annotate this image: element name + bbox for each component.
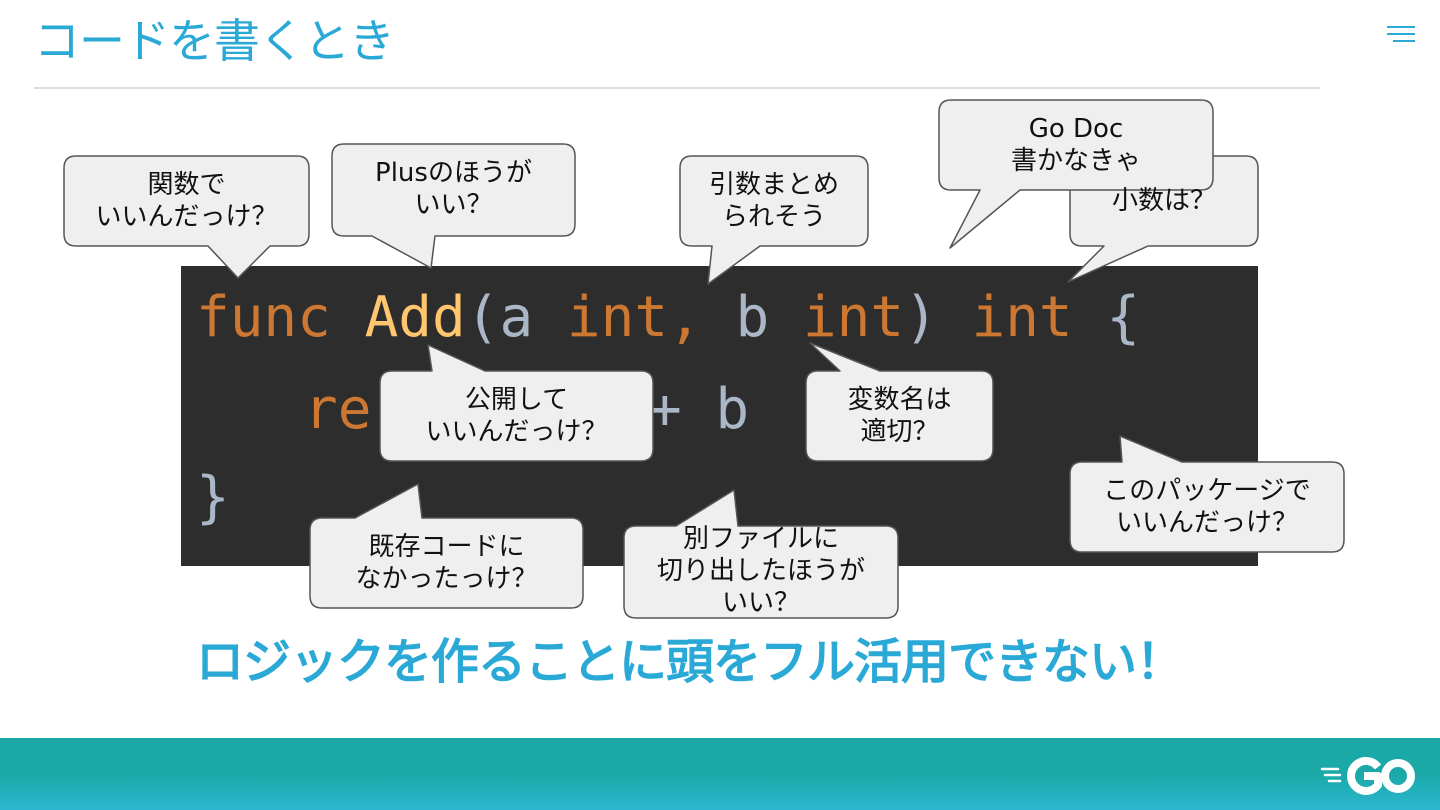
bubble-betsu-text: 別ファイルに 切り出したほうが いい？ [656, 524, 865, 618]
bubble-kokai [379, 344, 654, 462]
bubble-godoc-text: Go Doc 書かなきゃ [1010, 114, 1141, 176]
bubble-plus-text: Plusのほうが いい？ [375, 158, 532, 220]
bubble-package-text: このパッケージで いいんだっけ？ [1103, 476, 1311, 538]
code-line-2-start: re [304, 377, 372, 442]
bubble-hikisu [679, 155, 869, 285]
title-divider [34, 87, 1320, 89]
slide-headline: ロジックを作ることに頭をフル活用できない！ [196, 634, 1184, 690]
footer-bar [0, 738, 1440, 810]
bubble-plus [331, 143, 576, 269]
bubble-betsu [623, 489, 899, 619]
go-logo [1320, 757, 1415, 795]
hamburger-menu-icon[interactable] [1385, 24, 1415, 44]
slide-title: コードを書くとき [34, 14, 395, 68]
bubble-kokai-text: 公開して いいんだっけ？ [425, 385, 608, 447]
bubble-shosu-text: 小数は？ [1111, 186, 1216, 216]
bubble-godoc [938, 99, 1214, 249]
bubble-hikisu-text: 引数まとめ られそう [708, 170, 839, 232]
bubble-kansu-text: 関数で いいんだっけ？ [95, 170, 278, 232]
bubble-hensu-text: 変数名は 適切？ [847, 385, 952, 447]
bubble-package [1069, 435, 1345, 553]
code-line-1: func Add(a int, b int) int { [196, 285, 1141, 350]
code-line-3: } [196, 465, 230, 530]
bubble-kansu [63, 155, 310, 279]
bubble-kison [309, 483, 584, 609]
bubble-kison-text: 既存コードに なかったっけ？ [355, 532, 538, 594]
bubble-hensu [805, 342, 994, 462]
